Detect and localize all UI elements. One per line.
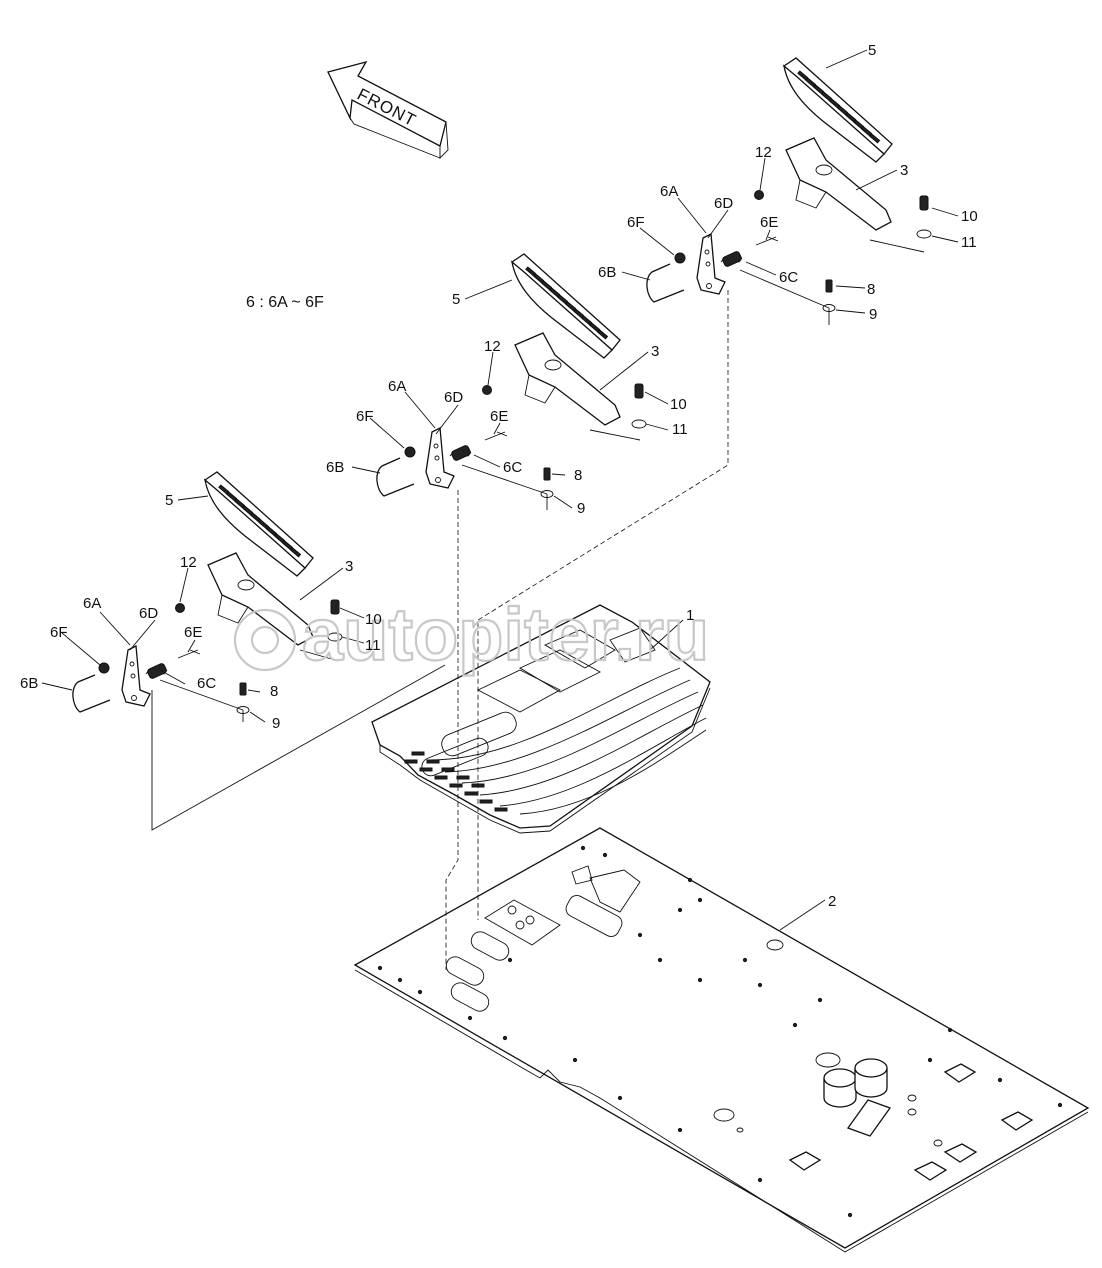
label-6C-middle: 6C <box>503 459 522 476</box>
label-12-middle: 12 <box>484 338 501 355</box>
label-8-middle: 8 <box>574 467 582 484</box>
label-6F-middle: 6F <box>356 408 374 425</box>
label-9-left: 9 <box>272 715 280 732</box>
label-6A-left: 6A <box>83 595 101 612</box>
hinge-bracket <box>121 645 168 707</box>
label-1: 1 <box>686 607 694 624</box>
label-12-right: 12 <box>755 144 772 161</box>
part-labels: 1 2 5 12 3 6A 6D 6E 6F 10 11 6B 6C 8 9 5… <box>20 42 978 910</box>
label-6B-left: 6B <box>20 675 38 692</box>
pedal-set-middle <box>376 253 647 498</box>
label-6F-left: 6F <box>50 624 68 641</box>
pedal-set-right <box>646 57 932 312</box>
label-6F-right: 6F <box>627 214 645 231</box>
label-5-middle: 5 <box>452 291 460 308</box>
group-note: 6 : 6A ~ 6F <box>246 294 324 311</box>
pedal-set-left <box>72 471 343 714</box>
label-12-left: 12 <box>180 554 197 571</box>
watermark: autopiter.ru <box>233 592 710 677</box>
label-8-left: 8 <box>270 683 278 700</box>
leader-lines <box>41 49 959 931</box>
floor-plate <box>353 827 1090 1253</box>
label-6D-middle: 6D <box>444 389 463 406</box>
label-3-right: 3 <box>900 162 908 179</box>
hinge-bracket <box>696 233 743 295</box>
label-10-right: 10 <box>961 208 978 225</box>
watermark-text: autopiter.ru <box>302 593 709 676</box>
front-arrow: FRONT <box>327 60 449 160</box>
label-5-left: 5 <box>165 492 173 509</box>
label-11-left: 11 <box>365 637 381 654</box>
label-10-left: 10 <box>365 611 382 628</box>
label-6C-left: 6C <box>197 675 216 692</box>
label-5-right: 5 <box>868 42 876 59</box>
label-11-middle: 11 <box>672 421 688 438</box>
label-6D-right: 6D <box>714 195 733 212</box>
label-8-right: 8 <box>867 281 875 298</box>
label-6E-left: 6E <box>184 624 202 641</box>
assembly-lines <box>151 290 729 970</box>
label-6A-middle: 6A <box>388 378 406 395</box>
label-10-middle: 10 <box>670 396 687 413</box>
label-6B-middle: 6B <box>326 459 344 476</box>
label-9-right: 9 <box>869 306 877 323</box>
label-9-middle: 9 <box>577 500 585 517</box>
label-6A-right: 6A <box>660 183 678 200</box>
label-6C-right: 6C <box>779 269 798 286</box>
label-6B-right: 6B <box>598 264 616 281</box>
label-6E-right: 6E <box>760 214 778 231</box>
label-6D-left: 6D <box>139 605 158 622</box>
hinge-bracket <box>425 427 472 489</box>
label-3-middle: 3 <box>651 343 659 360</box>
floor-mat <box>371 604 711 834</box>
label-11-right: 11 <box>961 234 977 251</box>
label-2: 2 <box>828 893 836 910</box>
label-6E-middle: 6E <box>490 408 508 425</box>
label-3-left: 3 <box>345 558 353 575</box>
